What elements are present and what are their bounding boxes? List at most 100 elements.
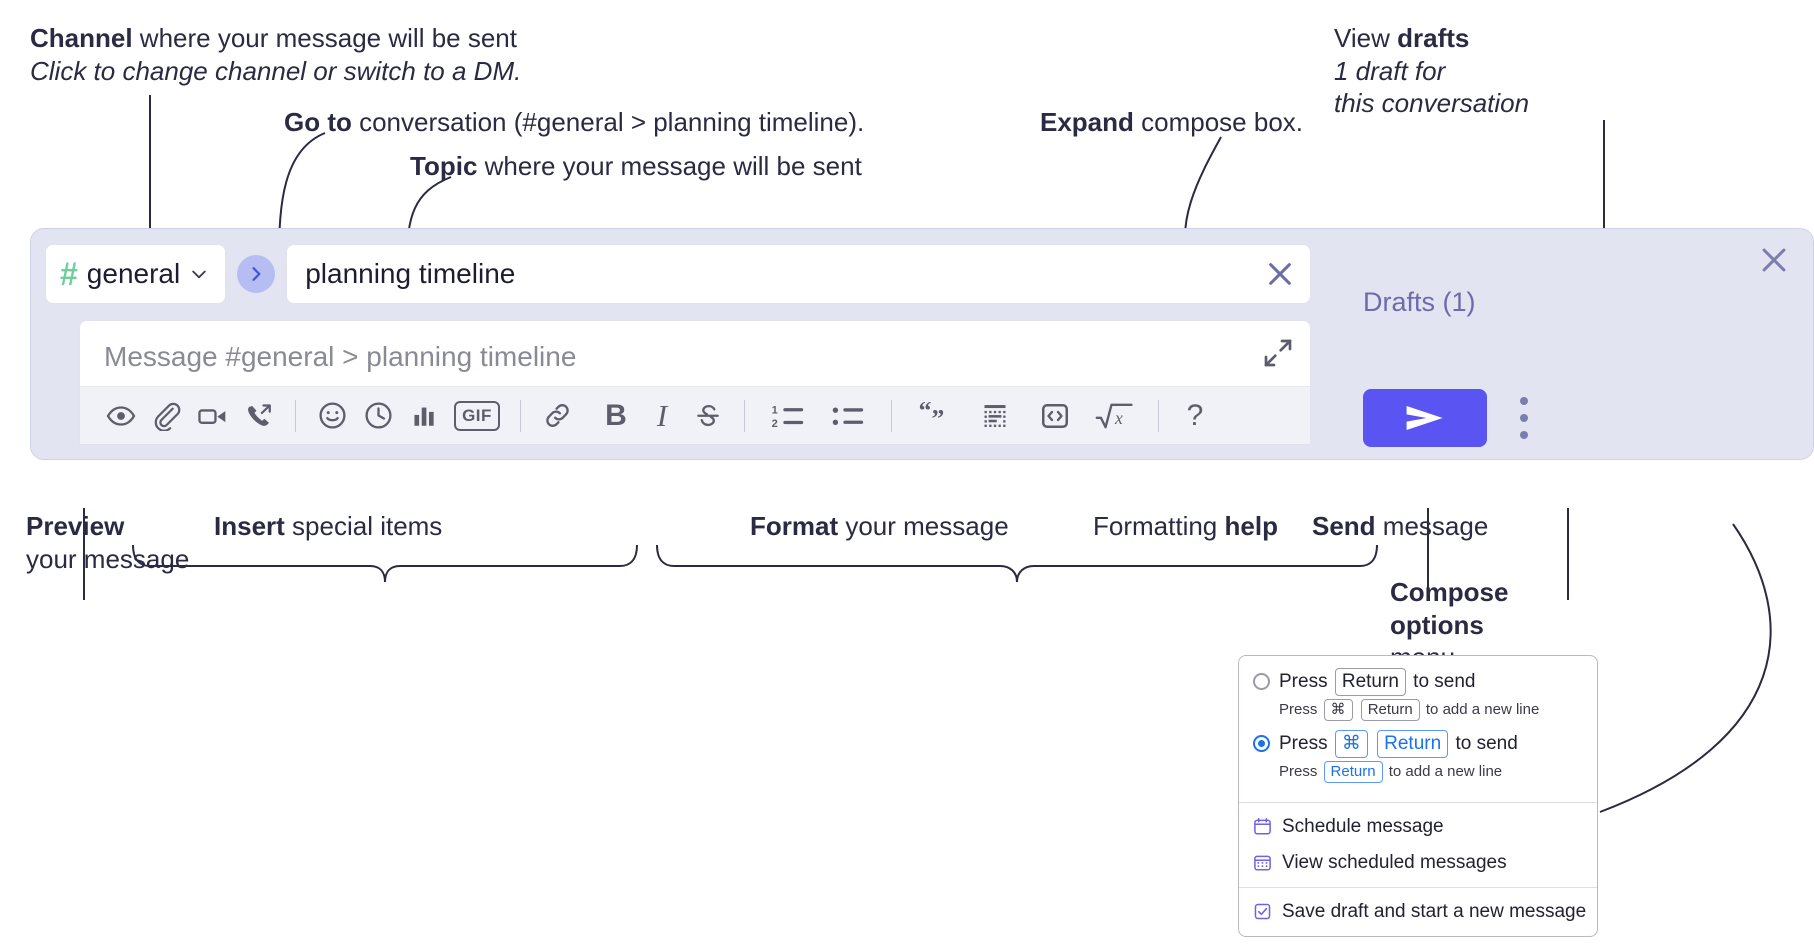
annotation-channel: Channel where your message will be sent … [30, 22, 521, 87]
kbd-return: Return [1377, 729, 1449, 758]
option2-sub-post: to add a new line [1388, 762, 1503, 780]
save-draft-icon [1254, 903, 1271, 920]
close-icon[interactable] [1264, 258, 1296, 290]
option1-main: Press Return to send [1279, 668, 1476, 696]
kbd-return: Return [1323, 760, 1383, 783]
annotation-goto-rest: conversation (#general > planning timeli… [351, 107, 865, 137]
italic-icon[interactable]: I [639, 393, 685, 439]
clock-icon[interactable] [355, 393, 401, 439]
calendar-grid-icon [1254, 855, 1271, 871]
goto-conversation-button[interactable] [237, 255, 276, 293]
annotation-drafts-prefix: View [1334, 23, 1398, 53]
annotation-format-rest: your message [838, 511, 1009, 541]
math-latex-icon[interactable]: x [1085, 393, 1145, 439]
annotation-goto: Go to conversation (#general > planning … [284, 106, 864, 139]
menu-divider [1239, 801, 1597, 803]
toolbar-divider [1158, 399, 1159, 432]
compose-options-menu: Press Return to send Press ⌘ Return to a… [1238, 655, 1598, 937]
compose-options-button[interactable] [1511, 397, 1537, 439]
inline-code-icon[interactable] [1025, 393, 1085, 439]
annotation-compose-options-bold2: options [1390, 609, 1484, 640]
kbd-return: Return [1360, 698, 1420, 721]
annotation-compose-options-bold1: Compose [1390, 577, 1509, 607]
message-compose-box[interactable]: Message #general > planning timeline [79, 320, 1311, 445]
annotation-preview-line2: your message [26, 543, 190, 574]
annotation-send-bold: Send [1312, 511, 1376, 541]
gif-label: GIF [454, 400, 500, 431]
send-behavior-group: Press Return to send Press ⌘ Return to a… [1239, 656, 1597, 802]
radio-unselected[interactable] [1253, 673, 1270, 691]
option2-post: to send [1455, 732, 1518, 754]
radio-selected[interactable] [1253, 735, 1270, 753]
menu-item-label: Save draft and start a new message [1282, 900, 1587, 922]
annotation-insert: Insert special items [214, 510, 442, 543]
code-block-icon[interactable] [965, 393, 1025, 439]
attachment-paperclip-icon[interactable] [144, 393, 190, 439]
topic-input[interactable]: planning timeline [286, 244, 1311, 304]
annotation-insert-rest: special items [284, 511, 443, 541]
annotation-expand: Expand compose box. [1040, 106, 1303, 139]
option-press-cmd-return-to-send[interactable]: Press ⌘ Return to send [1253, 729, 1583, 758]
toolbar-divider [744, 399, 745, 432]
chevron-down-icon [192, 270, 206, 279]
menu-item-view-scheduled-messages[interactable]: View scheduled messages [1239, 845, 1597, 881]
option1-sub-pre: Press [1279, 700, 1318, 718]
video-camera-icon[interactable] [190, 393, 236, 439]
kbd-return: Return [1334, 668, 1406, 696]
kbd-cmd: ⌘ [1323, 698, 1353, 721]
menu-item-schedule-message[interactable]: Schedule message [1239, 809, 1597, 845]
phone-call-icon[interactable] [236, 393, 282, 439]
option1-post: to send [1413, 671, 1476, 692]
help-label: ? [1186, 398, 1204, 432]
annotation-formatting-help: Formatting help [1093, 510, 1278, 543]
channel-picker[interactable]: # general [45, 244, 227, 304]
topic-value: planning timeline [305, 258, 516, 289]
compose-header-row: # general planning timeline [45, 243, 1311, 305]
send-button[interactable] [1363, 389, 1487, 447]
emoji-smiley-icon[interactable] [309, 393, 355, 439]
menu-item-label: Schedule message [1282, 815, 1444, 837]
gif-icon[interactable]: GIF [447, 393, 507, 439]
annotation-channel-sub: Click to change channel or switch to a D… [30, 55, 522, 86]
draft-group: Save draft and start a new message [1239, 888, 1597, 936]
annotation-expand-rest: compose box. [1133, 107, 1304, 137]
annotation-format: Format your message [750, 510, 1009, 543]
drafts-link[interactable]: Drafts (1) [1363, 287, 1476, 317]
dot [1520, 397, 1528, 405]
formatting-help-icon[interactable]: ? [1172, 393, 1218, 439]
annotation-send-rest: message [1375, 511, 1489, 541]
annotation-formatting-help-pre: Formatting [1093, 511, 1225, 541]
annotation-expand-bold: Expand [1040, 107, 1134, 137]
option1-sub-post: to add a new line [1425, 700, 1540, 718]
annotation-drafts: View drafts 1 draft for this conversatio… [1334, 22, 1529, 120]
annotation-format-bold: Format [750, 511, 839, 541]
annotation-topic-bold: Topic [410, 151, 478, 181]
send-paper-plane-icon [1406, 406, 1443, 430]
bar-chart-icon[interactable] [401, 393, 447, 439]
kbd-cmd: ⌘ [1334, 729, 1368, 758]
strikethrough-icon[interactable] [685, 393, 731, 439]
annotation-topic-rest: where your message will be sent [477, 151, 862, 181]
formatting-toolbar: GIF B I [80, 386, 1310, 444]
bold-label: B [605, 398, 627, 432]
bullet-list-icon[interactable] [818, 393, 878, 439]
menu-item-save-draft[interactable]: Save draft and start a new message [1239, 894, 1597, 930]
svg-text:2: 2 [772, 418, 778, 430]
annotation-preview-bold: Preview [26, 511, 125, 541]
option2-pre: Press [1279, 732, 1328, 754]
preview-icon[interactable] [98, 393, 144, 439]
blockquote-icon[interactable]: “ ” [905, 393, 965, 439]
annotation-drafts-sub2: this conversation [1334, 88, 1530, 118]
bold-icon[interactable]: B [593, 393, 639, 439]
expand-icon[interactable] [1262, 337, 1294, 369]
dot [1520, 431, 1528, 439]
close-icon[interactable] [1757, 243, 1791, 277]
schedule-group: Schedule message View scheduled messages [1239, 803, 1597, 887]
annotation-drafts-bold: drafts [1397, 23, 1470, 53]
annotation-drafts-sub1: 1 draft for [1334, 55, 1446, 86]
annotation-channel-rest: where your message will be sent [132, 23, 517, 53]
ordered-list-icon[interactable]: 1 2 [758, 393, 818, 439]
link-icon[interactable] [534, 393, 580, 439]
annotation-send: Send message [1312, 510, 1488, 543]
option-press-return-to-send[interactable]: Press Return to send [1253, 668, 1583, 696]
